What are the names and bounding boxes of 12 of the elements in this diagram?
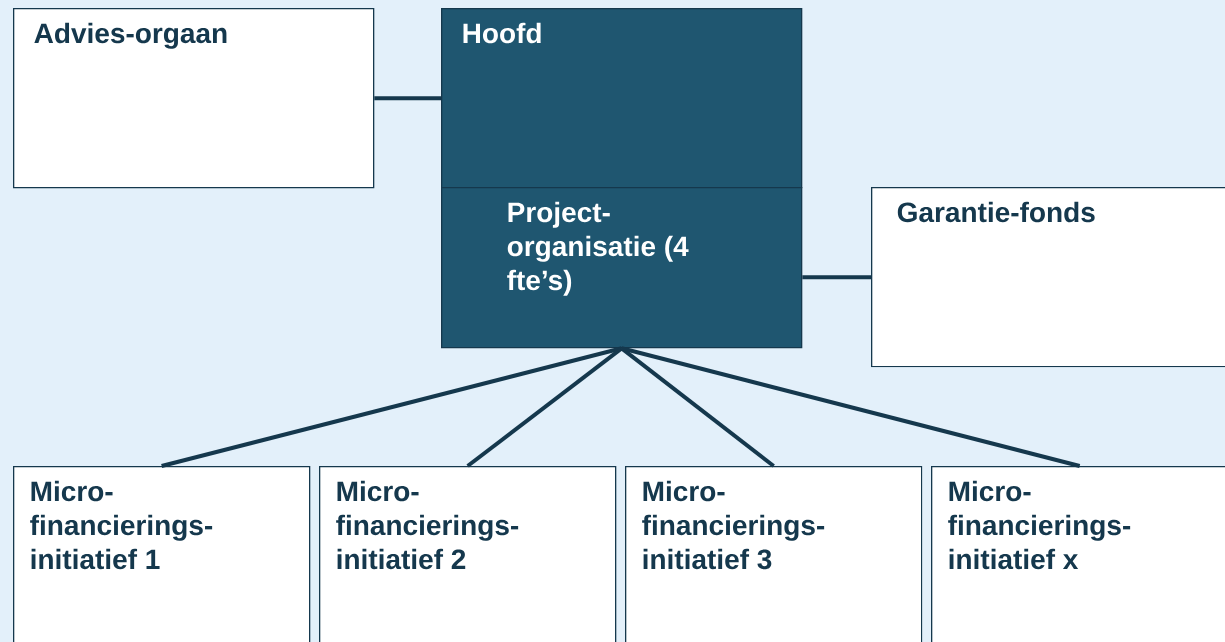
org-box: Project- organisatie (4 fte’s) (441, 187, 803, 349)
org-box: Garantie-fonds (871, 187, 1225, 368)
org-box: Micro- financierings- initiatief 2 (319, 466, 617, 642)
org-box: Micro- financierings- initiatief 3 (625, 466, 923, 642)
connector-line (374, 96, 441, 101)
org-box: Hoofd (441, 8, 803, 189)
connector-line (466, 346, 623, 468)
connector-line (621, 346, 1081, 468)
connector-line (802, 275, 871, 280)
org-box: Micro- financierings- initiatief 1 (13, 466, 311, 642)
org-box: Micro- financierings- initiatief x (931, 466, 1225, 642)
org-box: Advies-orgaan (13, 8, 375, 189)
